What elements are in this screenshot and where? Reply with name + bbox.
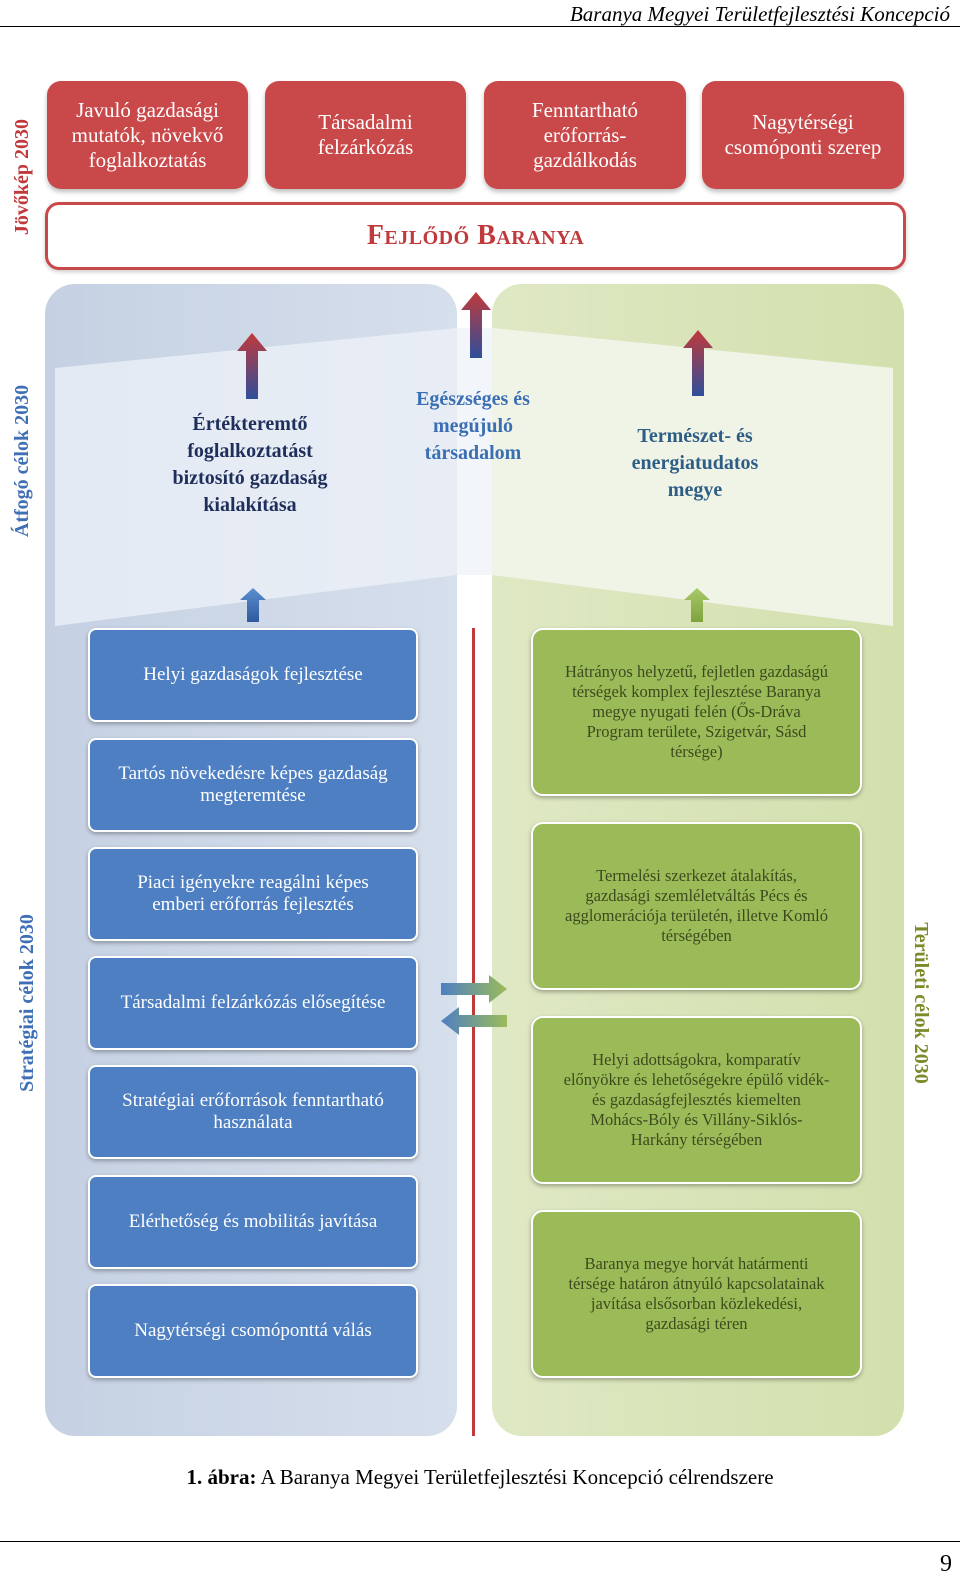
vision-box-economy: Javuló gazdasági mutatók, növekvő foglal… [47,81,248,189]
header-rule [0,26,960,27]
strategic-side-label: Stratégiai célok 2030 [16,914,38,1092]
territorial-goal-croatian-border: Baranya megye horvát határmenti térsége … [531,1210,862,1378]
footer-rule [0,1541,960,1542]
vision-box-social: Társadalmi felzárkózás [265,81,466,189]
vision-box-regional-hub: Nagytérségi csomóponti szerep [702,81,904,189]
strategic-goal-social-inclusion: Társadalmi felzárkózás elősegítése [88,956,418,1050]
overarching-goal-society: Egészséges és megújuló társadalom [416,388,530,464]
small-up-arrow-green [684,588,710,622]
overarching-goal-environment: Természet- és energiatudatos megye [631,425,759,501]
strategic-goal-regional-hub: Nagytérségi csomóponttá válás [88,1284,418,1378]
overarching-side-label: Átfogó célok 2030 [11,384,33,538]
running-header: Baranya Megyei Területfejlesztési Koncep… [569,2,950,26]
vision-box-resources: Fenntartható erőforrás- gazdálkodás [484,81,686,189]
page-number: 9 [940,1551,952,1577]
territorial-side-label: Területi célok 2030 [910,922,932,1084]
strategic-goal-accessibility: Elérhetőség és mobilitás javítása [88,1175,418,1269]
up-arrow-left [237,333,267,399]
caption-label: 1. ábra: [186,1465,257,1489]
up-arrow-right [683,330,713,396]
strategic-goal-human-resources: Piaci igényekre reagálni képes emberi er… [88,847,418,941]
column-divider [472,628,475,1436]
up-arrow-center [461,292,491,358]
strategic-goal-local-economy: Helyi gazdaságok fejlesztése [88,628,418,722]
strategic-goal-sustainable-growth: Tartós növekedésre képes gazdaság megter… [88,738,418,832]
figure-caption: 1. ábra: A Baranya Megyei Területfejlesz… [0,1465,960,1490]
overarching-goal-economy: Értékteremtő foglalkoztatást biztosító g… [172,413,328,516]
territorial-goal-pecs-komlo: Termelési szerkezet átalakítás, gazdaság… [531,822,862,990]
caption-text: A Baranya Megyei Területfejlesztési Konc… [260,1465,774,1489]
strategic-goal-resource-use: Stratégiai erőforrások fenntartható hasz… [88,1065,418,1159]
territorial-goal-western-baranya: Hátrányos helyzetű, fejletlen gazdaságú … [531,628,862,796]
small-up-arrow-blue [240,588,266,622]
bidirectional-arrows [441,975,507,1035]
fejlodo-baranya-banner: Fejlődő Baranya [45,202,906,270]
banner-title: Fejlődő Baranya [366,220,585,251]
territorial-goal-mohacs-villany: Helyi adottságokra, komparatív előnyökre… [531,1016,862,1184]
